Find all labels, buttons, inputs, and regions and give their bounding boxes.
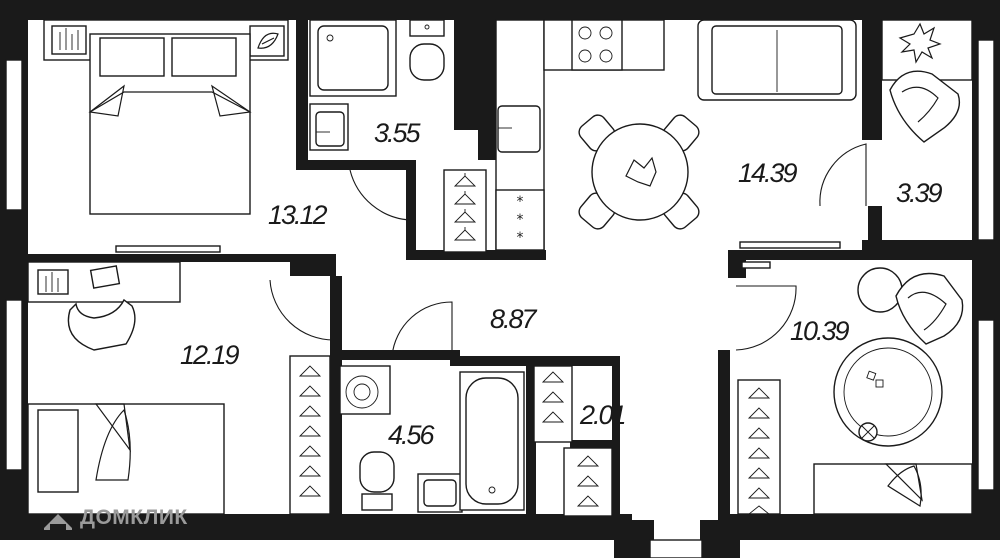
area-label-closet: 2.01 xyxy=(579,400,625,430)
bedroom-1-furniture xyxy=(43,19,289,215)
area-label-bathroom: 4.56 xyxy=(388,420,436,450)
bedroom-2-furniture xyxy=(27,261,335,515)
kitchen-furniture: * * * xyxy=(495,19,857,251)
bathroom-fixtures xyxy=(339,301,525,513)
wardrobe-bedroom-2 xyxy=(289,355,331,515)
area-labels: 13.12 3.55 14.39 3.39 12.19 8.87 10.39 4… xyxy=(180,118,945,450)
storage-furniture xyxy=(819,19,973,207)
svg-text:*: * xyxy=(517,230,524,246)
area-label-bedroom-2: 12.19 xyxy=(180,340,240,370)
house-logo-icon xyxy=(44,514,72,530)
area-label-bedroom-1: 13.12 xyxy=(268,200,328,230)
hall-closet xyxy=(443,169,487,253)
area-label-storage: 3.39 xyxy=(896,178,943,208)
closet-furniture xyxy=(533,365,613,517)
area-label-kitchen-living: 14.39 xyxy=(738,158,798,188)
svg-text:*: * xyxy=(517,194,524,210)
windows xyxy=(5,39,995,558)
svg-text:*: * xyxy=(517,212,524,228)
area-label-hallway: 8.87 xyxy=(490,304,538,334)
bathroom-small-fixtures xyxy=(309,19,445,221)
watermark: ДОМКЛИК xyxy=(44,506,188,530)
bedroom-3-furniture xyxy=(735,267,973,515)
area-label-bathroom-small: 3.55 xyxy=(374,118,422,148)
area-label-bedroom-3: 10.39 xyxy=(790,316,850,346)
watermark-text: ДОМКЛИК xyxy=(80,506,188,529)
